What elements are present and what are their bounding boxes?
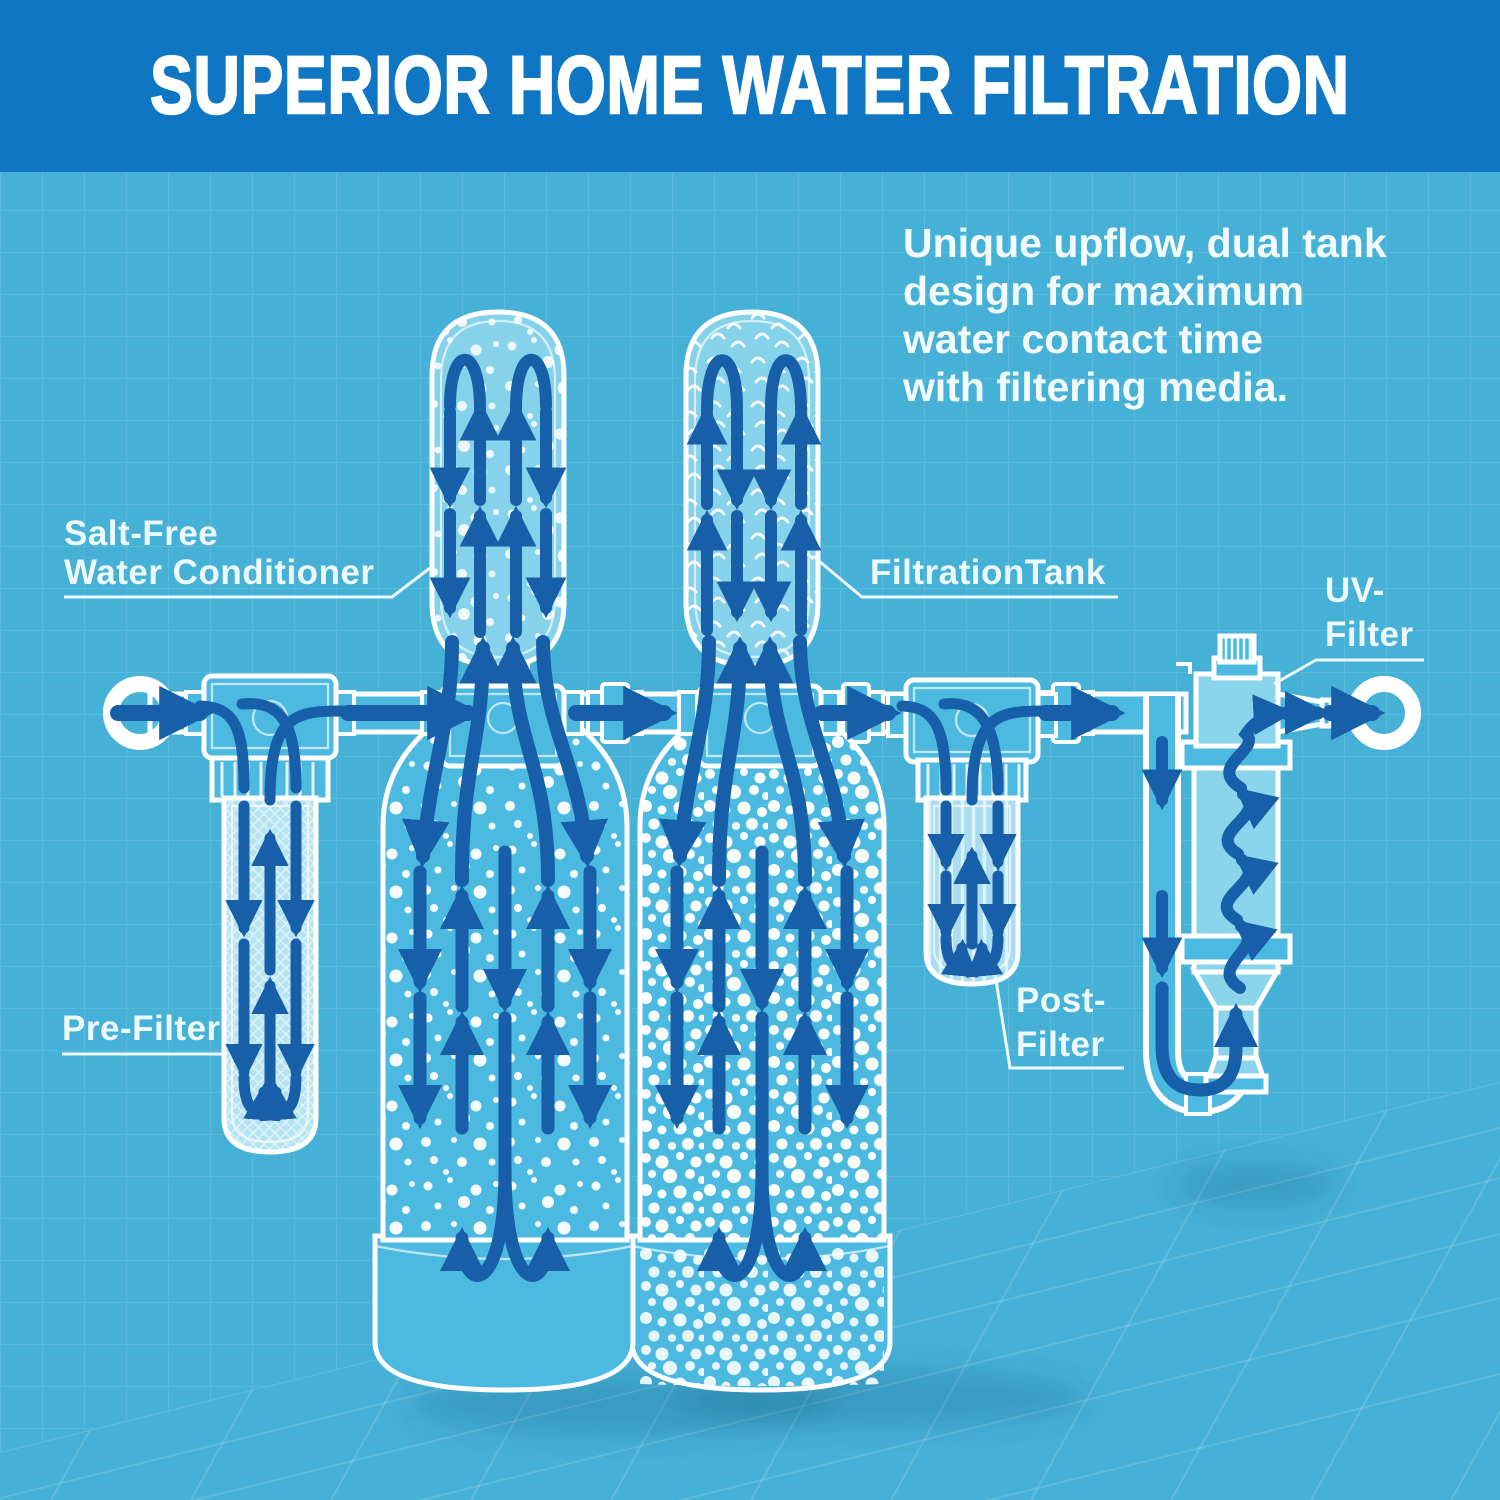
filtration-tank-label: FiltrationTank	[870, 553, 1106, 592]
description-line: with filtering media.	[903, 363, 1288, 410]
pre-filter-label: Pre-Filter	[62, 1009, 221, 1048]
salt-free-label-line1: Salt-Free	[64, 514, 218, 553]
uv-filter-leader	[1273, 658, 1424, 686]
filtration-tank-leader	[812, 554, 1118, 599]
salt-free-label-line2: Water Conditioner	[64, 553, 375, 592]
uv-filter-label-line2: Filter	[1325, 615, 1414, 654]
description-block: Unique upflow, dual tank design for maxi…	[903, 220, 1500, 412]
post-filter-label-line1: Post-	[1016, 981, 1106, 1020]
flow-arrows	[110, 353, 1386, 1282]
post-filter-leader	[994, 979, 1124, 1070]
salt-free-leader	[64, 566, 431, 599]
component-labels: Salt-Free Water Conditioner FiltrationTa…	[62, 514, 1424, 1070]
post-filter-label-line2: Filter	[1016, 1025, 1105, 1064]
description-line: design for maximum	[903, 267, 1304, 314]
page-title: SUPERIOR HOME WATER FILTRATION	[149, 39, 1350, 133]
uv-filter-label-line1: UV-	[1325, 571, 1385, 610]
description-line: water contact time	[903, 315, 1263, 362]
uv-bracket-stub	[1176, 662, 1192, 674]
header-banner: SUPERIOR HOME WATER FILTRATION	[0, 0, 1500, 172]
description-line: Unique upflow, dual tank	[903, 220, 1387, 266]
